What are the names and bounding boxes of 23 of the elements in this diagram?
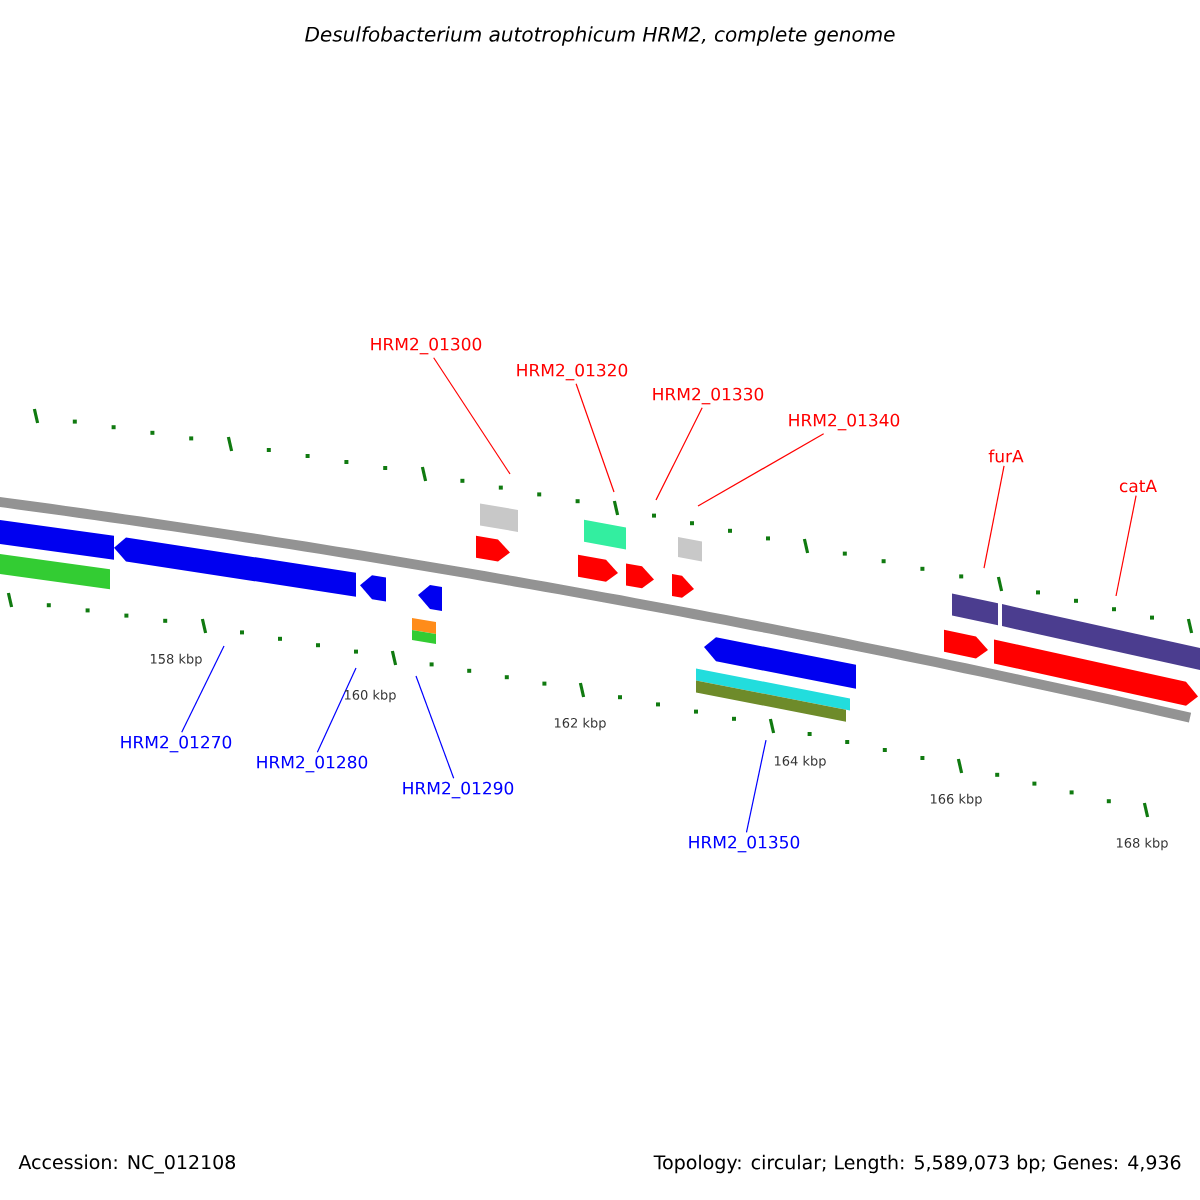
- leader-line: [316, 667, 357, 753]
- footer-text: Accession: NC_012108: [18, 1154, 236, 1174]
- gene-label: HRM2_01270: [121, 735, 232, 753]
- leader-line: [415, 675, 455, 779]
- gene-label: HRM2_01280: [257, 755, 368, 773]
- leader-line: [433, 357, 511, 475]
- title: Desulfobacterium autotrophicum HRM2, complete genome: [305, 26, 895, 46]
- gene-label: catA: [1119, 479, 1157, 493]
- gene-label: HRM2_01340: [789, 413, 900, 431]
- leader-line: [181, 645, 225, 733]
- gene-label: furA: [988, 449, 1024, 463]
- leader-line: [697, 433, 825, 507]
- gene-label: HRM2_01320: [517, 363, 628, 381]
- gene-label: HRM2_01290: [403, 781, 514, 799]
- leader-line: [983, 465, 1005, 569]
- leader-line: [575, 383, 615, 493]
- leader-line: [655, 407, 703, 501]
- leader-line: [1115, 495, 1137, 597]
- gene-label: HRM2_01350: [689, 835, 800, 853]
- leader-line: [745, 739, 767, 833]
- gene-label: HRM2_01330: [653, 387, 764, 405]
- gene-label: HRM2_01300: [371, 337, 482, 355]
- footer-text: Topology: circular; Length: 5,589,073 bp; Genes: 4,936: [653, 1154, 1181, 1174]
